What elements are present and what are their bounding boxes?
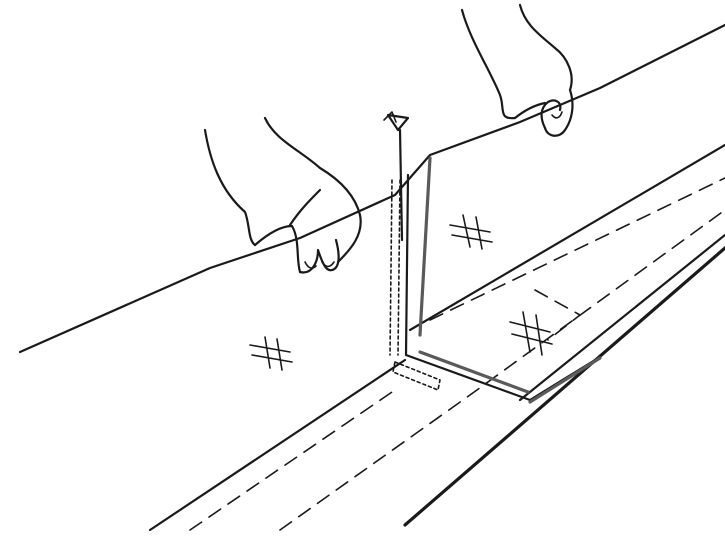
strip-top-line bbox=[410, 145, 725, 330]
strip-marker-box bbox=[535, 290, 580, 340]
pin-icon bbox=[384, 112, 408, 240]
left-hand-icon bbox=[205, 118, 361, 272]
strip-lower-line bbox=[520, 235, 725, 400]
fold-seam-dotted bbox=[390, 180, 400, 355]
fold-seam-foot bbox=[393, 362, 440, 390]
fold-panel-base-inner bbox=[420, 352, 528, 392]
fabric-upper-edge bbox=[20, 25, 725, 352]
stitch-line-2 bbox=[280, 210, 725, 530]
right-hand-icon bbox=[462, 5, 572, 136]
stitch-line-3 bbox=[430, 178, 725, 320]
fold-panel-inner-edge bbox=[420, 158, 430, 335]
stitch-line-1 bbox=[190, 390, 395, 530]
grainline-mark-icon-3 bbox=[510, 312, 552, 355]
grainline-mark-icon-2 bbox=[450, 215, 492, 249]
strip-bottom-line bbox=[150, 360, 405, 530]
strip-edge-bold bbox=[405, 248, 725, 525]
fold-panel-left-edge bbox=[406, 175, 408, 355]
grainline-mark-icon bbox=[250, 337, 292, 370]
